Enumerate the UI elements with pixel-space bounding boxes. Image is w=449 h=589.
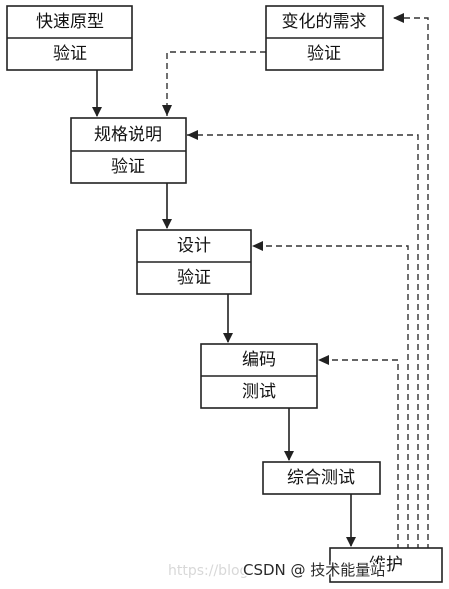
box-integration-test: 综合测试 bbox=[262, 461, 381, 495]
changing-requirements-title: 变化的需求 bbox=[282, 12, 367, 32]
coding-title: 编码 bbox=[242, 350, 276, 370]
feedback-to-changing-requirements bbox=[393, 13, 429, 550]
coding-sub: 测试 bbox=[242, 382, 276, 402]
feedback-lines bbox=[162, 13, 429, 550]
feedback-to-design bbox=[252, 241, 409, 550]
flow-arrows bbox=[92, 70, 356, 547]
maintenance-title: 维护 bbox=[369, 555, 403, 575]
box-specification: 规格说明 验证 bbox=[70, 117, 187, 184]
box-coding: 编码 测试 bbox=[200, 343, 318, 409]
box-design: 设计 验证 bbox=[136, 229, 252, 295]
box-changing-requirements: 变化的需求 验证 bbox=[265, 5, 384, 71]
box-rapid-prototype: 快速原型 验证 bbox=[6, 5, 133, 71]
watermark: https://blog CSDN @ 技术能量站 bbox=[168, 560, 387, 581]
watermark-url: https://blog bbox=[168, 563, 248, 579]
design-sub: 验证 bbox=[177, 268, 211, 288]
design-title: 设计 bbox=[177, 236, 211, 256]
specification-sub: 验证 bbox=[111, 157, 145, 177]
rapid-prototype-sub: 验证 bbox=[53, 44, 87, 64]
box-maintenance: 维护 bbox=[329, 547, 443, 583]
specification-title: 规格说明 bbox=[94, 125, 162, 145]
feedback-to-specification bbox=[187, 130, 419, 550]
integration-test-title: 综合测试 bbox=[287, 468, 355, 488]
watermark-brand: CSDN @ 技术能量站 bbox=[243, 561, 385, 579]
changing-requirements-sub: 验证 bbox=[307, 44, 341, 64]
rapid-prototype-title: 快速原型 bbox=[36, 12, 104, 32]
requirements-to-specification bbox=[162, 51, 266, 116]
feedback-to-coding bbox=[318, 355, 399, 550]
